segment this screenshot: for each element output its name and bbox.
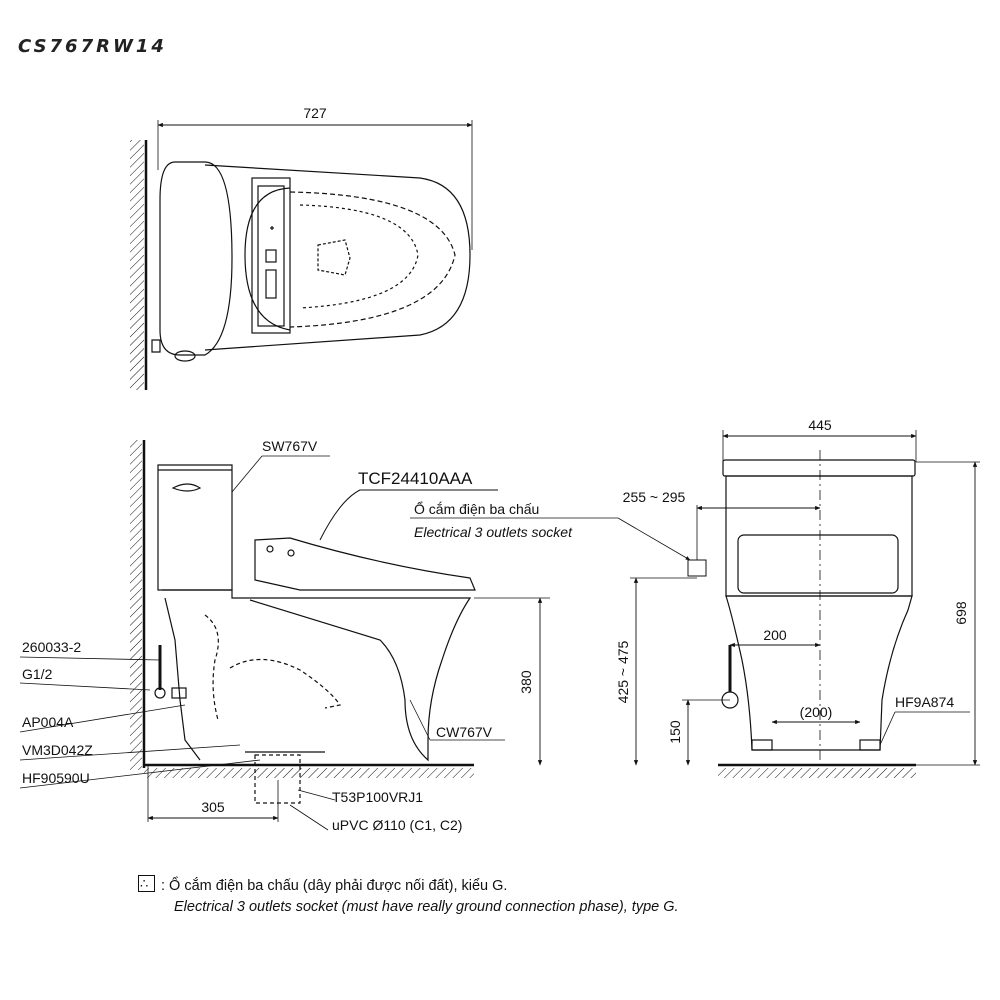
bowl-label: CW767V xyxy=(436,724,493,740)
total-height-label: 698 xyxy=(953,601,969,625)
labels: 727 SW767V TCF24410AAA Ổ cắm điện ba chấ… xyxy=(22,105,969,833)
rough-in-label: 305 xyxy=(201,799,225,815)
front-bowl xyxy=(725,595,913,751)
legend-vi: : Ổ cắm điện ba chấu (dây phải được nối … xyxy=(161,878,508,894)
top-view xyxy=(130,120,473,390)
bolt-part-label: HF9A874 xyxy=(895,694,954,710)
side-tank xyxy=(157,464,233,591)
side-view xyxy=(19,440,691,831)
socket-range-label: 255 ~ 295 xyxy=(623,489,686,505)
bowl-outline xyxy=(204,164,471,351)
socket-en-label: Electrical 3 outlets socket xyxy=(414,524,573,540)
flange-label: T53P100VRJ1 xyxy=(332,789,423,805)
legend-en: Electrical 3 outlets socket (must have r… xyxy=(174,899,679,915)
front-floor-hatch xyxy=(718,768,916,778)
part-260033-label: 260033-2 xyxy=(22,639,81,655)
front-width-label: 445 xyxy=(808,417,832,433)
part-ap004a-label: AP004A xyxy=(22,714,74,730)
socket-vi-label: Ổ cắm điện ba chấu xyxy=(414,500,539,517)
part-hf90590u-label: HF90590U xyxy=(22,770,90,786)
front-seat xyxy=(737,534,899,594)
seat-label: TCF24410AAA xyxy=(358,469,473,488)
side-height-label: 380 xyxy=(518,670,534,694)
floor-hatch xyxy=(144,768,474,778)
drain-pipe xyxy=(254,754,301,804)
top-width-label: 727 xyxy=(303,105,327,121)
legend-note: : Ổ cắm điện ba chấu (dây phải được nối … xyxy=(138,873,679,918)
pipe-label: uPVC Ø110 (C1, C2) xyxy=(332,817,462,833)
seat-dashed xyxy=(289,191,456,328)
front-tank-lid xyxy=(722,459,916,477)
wall-hatch xyxy=(130,140,144,390)
front-view xyxy=(630,430,980,778)
offset-label: 200 xyxy=(763,627,787,643)
socket-symbol-icon xyxy=(138,873,155,894)
tank-outline xyxy=(159,161,233,356)
side-wall-hatch xyxy=(130,440,142,770)
tank-label: SW767V xyxy=(262,438,318,454)
side-seat xyxy=(254,537,476,591)
part-g12-label: G1/2 xyxy=(22,666,53,682)
side-bowl xyxy=(162,589,472,762)
supply-height-label: 150 xyxy=(667,720,683,744)
part-vm3d-label: VM3D042Z xyxy=(22,742,93,758)
socket-height-label: 425 ~ 475 xyxy=(615,640,631,703)
bolt-spacing-label: (200) xyxy=(800,704,833,720)
model-code: CS767RW14 xyxy=(18,36,167,57)
